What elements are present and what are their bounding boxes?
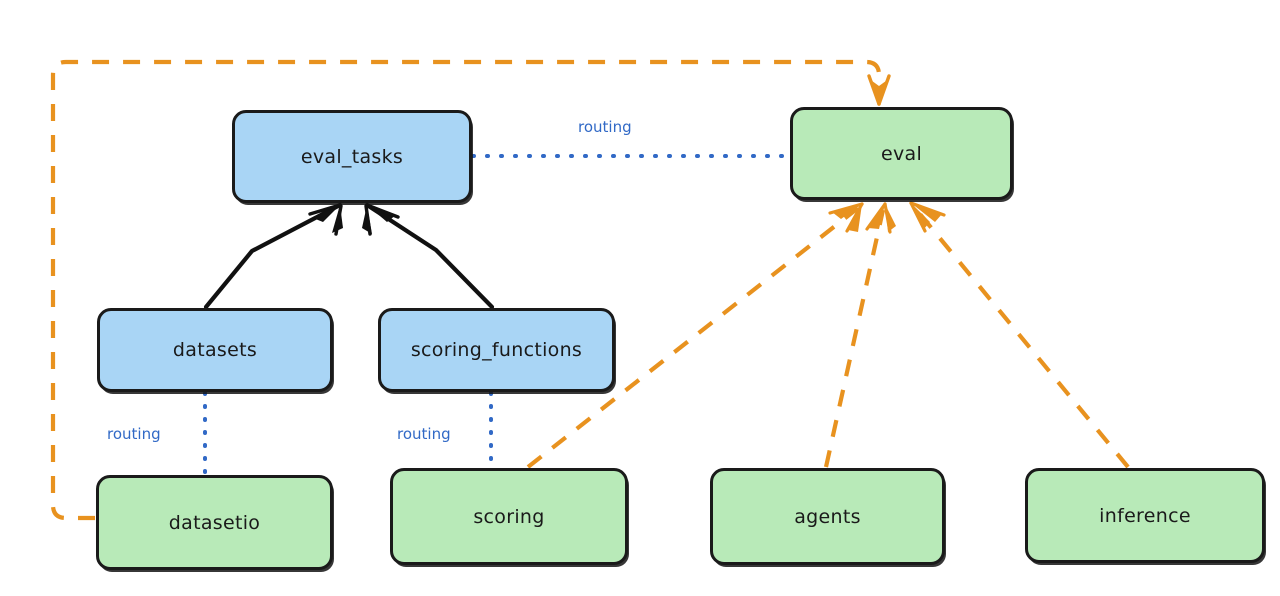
- node-scoring[interactable]: scoring: [390, 468, 628, 565]
- edge-datasets-to-eval_tasks: [203, 202, 343, 310]
- node-eval-tasks[interactable]: eval_tasks: [232, 110, 472, 203]
- edge-datasetio-to-eval: [50, 59, 891, 521]
- edge-label-routing-eval: routing: [578, 118, 632, 136]
- node-datasetio[interactable]: datasetio: [96, 475, 333, 570]
- edge-label-routing-scoring: routing: [397, 425, 451, 443]
- node-label: datasets: [172, 339, 258, 361]
- edge-inference-to-eval: [909, 201, 1130, 469]
- node-label: scoring: [473, 505, 545, 528]
- node-label: scoring_functions: [410, 339, 583, 361]
- node-label: eval: [880, 142, 923, 165]
- edge-scoring-to-eval: [526, 202, 864, 469]
- node-datasets[interactable]: datasets: [97, 308, 333, 392]
- node-scoring-functions[interactable]: scoring_functions: [378, 308, 615, 392]
- node-eval[interactable]: eval: [790, 107, 1013, 200]
- edge-scoring_functions-to-eval_tasks: [362, 202, 495, 310]
- node-label: inference: [1099, 504, 1191, 527]
- node-label: datasetio: [168, 511, 261, 534]
- node-agents[interactable]: agents: [710, 468, 945, 565]
- node-label: agents: [794, 505, 861, 528]
- node-label: eval_tasks: [300, 145, 404, 168]
- edge-label-routing-datasets: routing: [107, 425, 161, 443]
- edge-agents-to-eval: [823, 202, 896, 468]
- node-inference[interactable]: inference: [1025, 468, 1265, 563]
